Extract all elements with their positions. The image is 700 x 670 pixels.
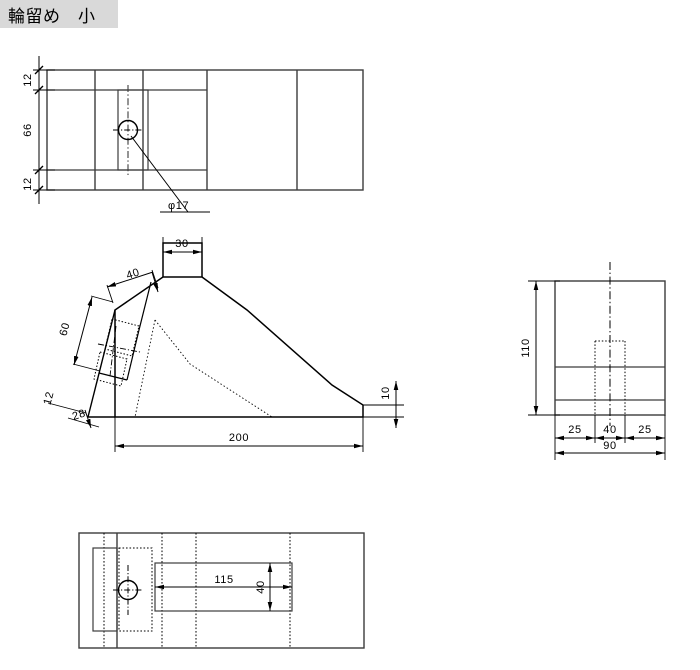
front-view-flange-outer-edge — [87, 309, 116, 418]
dim-label-40-bottom: 40 — [255, 580, 267, 593]
dim60-line — [73, 296, 93, 366]
top-dim-label-12-upper: 12 — [22, 73, 34, 86]
top-dim-label-12-lower: 12 — [22, 177, 34, 190]
front-view-flange-inner-edge — [126, 329, 140, 381]
front-view-slot-centerline-cross — [97, 343, 141, 353]
front-view-hidden-slot-lower — [93, 351, 128, 387]
dim12-ext — [47, 402, 87, 414]
dim-label-115: 115 — [214, 574, 233, 586]
front-view-hidden-slot-upper — [104, 318, 140, 357]
dim40-ext-left — [106, 284, 114, 304]
dim-label-200: 200 — [229, 432, 249, 444]
phi17-leader-line — [130, 135, 189, 213]
top-view-outline — [46, 69, 364, 191]
dim-label-10: 10 — [380, 386, 392, 399]
dim-label-30: 30 — [175, 238, 188, 250]
dim60-ext-top — [90, 295, 114, 303]
front-view-hidden-rib-left — [134, 319, 156, 418]
dim-label-40: 40 — [125, 266, 141, 282]
top-dim-tick-4 — [34, 185, 44, 195]
dim-label-25-left: 25 — [568, 424, 581, 436]
dim40-line-end — [151, 271, 159, 293]
front-elevation-view: 30 40 60 12 28 200 — [42, 237, 404, 452]
dim-label-90: 90 — [603, 440, 616, 452]
page-title: 輪留め 小 — [8, 6, 96, 27]
dim60-ext-bottom — [72, 363, 101, 372]
bottom-view: 115 40 — [78, 532, 365, 649]
dim-label-28: 28 — [71, 407, 87, 423]
drawing-title-banner: 輪留め 小 — [0, 0, 118, 28]
top-view: 12 66 12 φ17 — [22, 56, 364, 213]
phi17-callout-label: φ17 — [168, 200, 189, 212]
top-dim-label-66: 66 — [22, 123, 34, 136]
dim28-ext — [67, 417, 100, 428]
dim28-arrow — [84, 409, 92, 429]
dim-label-12-front: 12 — [42, 390, 57, 406]
dim-label-110: 110 — [520, 338, 532, 357]
front-view-hidden-rib-right — [154, 319, 273, 418]
front-view-slot-centerline — [109, 325, 117, 377]
dim40-line — [106, 271, 154, 288]
top-dim-tick-1 — [34, 65, 44, 75]
side-view: 110 25 40 25 90 — [520, 262, 666, 460]
dim-label-40-side: 40 — [603, 424, 616, 436]
bottom-view-outline — [78, 532, 365, 649]
top-dim-tick-2 — [34, 85, 44, 95]
front-view-body-outline — [114, 276, 364, 418]
dim40-ext-right — [151, 269, 159, 289]
dim-label-60: 60 — [58, 321, 73, 337]
front-view-flange-inner-edge-2 — [138, 281, 152, 331]
dim-label-25-right: 25 — [638, 424, 651, 436]
front-view-flange-step — [98, 372, 128, 381]
top-dim-tick-3 — [34, 165, 44, 175]
